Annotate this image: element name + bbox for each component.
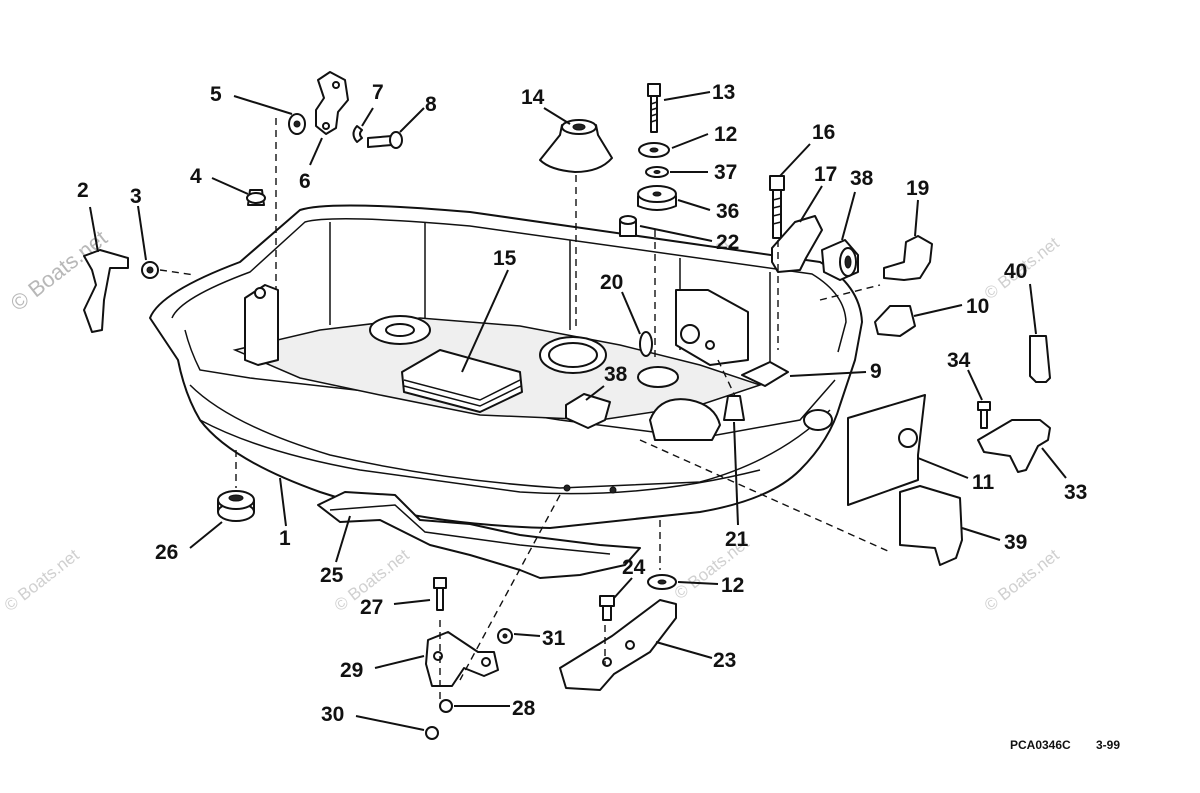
plate-39 xyxy=(899,485,963,566)
callout-11: 11 xyxy=(972,471,995,494)
nut-28 xyxy=(439,699,453,713)
callout-12-lower: 12 xyxy=(721,574,744,597)
watermark-faint-1: © Boats.net xyxy=(1,545,83,615)
callout-33: 33 xyxy=(1064,481,1087,504)
callout-8: 8 xyxy=(425,93,437,116)
fitting-4 xyxy=(246,189,266,206)
callout-38-label: 38 xyxy=(604,363,628,386)
drawing-code: PCA0346C 3-99 xyxy=(1010,738,1120,752)
callout-1: 1 xyxy=(279,527,291,550)
assembly-centerlines xyxy=(159,118,891,700)
screw-34 xyxy=(977,401,991,429)
callout-31: 31 xyxy=(542,627,566,650)
drawing-code-date: 3-99 xyxy=(1096,738,1120,752)
screw-8 xyxy=(367,131,403,149)
callout-19: 19 xyxy=(906,177,929,200)
latch-38 xyxy=(565,393,611,429)
callout-34: 34 xyxy=(947,349,971,372)
grommet-14 xyxy=(539,119,613,173)
washer-20 xyxy=(639,331,653,357)
screw-24 xyxy=(599,595,615,621)
sleeve-22 xyxy=(619,215,637,237)
panel-11 xyxy=(847,394,926,506)
callout-labels: 5 6 7 8 4 2 3 14 13 12 37 36 22 16 17 38… xyxy=(77,81,1087,726)
callout-24: 24 xyxy=(622,556,646,579)
callout-21: 21 xyxy=(725,528,749,551)
callout-26: 26 xyxy=(155,541,178,564)
bolt-16 xyxy=(769,175,785,239)
callout-39: 39 xyxy=(1004,531,1027,554)
rubber-pad-15 xyxy=(401,349,523,413)
callout-27: 27 xyxy=(360,596,383,619)
callout-25: 25 xyxy=(320,564,344,587)
callout-16: 16 xyxy=(812,121,835,144)
clip-9 xyxy=(741,361,789,387)
callout-6: 6 xyxy=(299,170,311,193)
callout-2: 2 xyxy=(77,179,89,202)
clip-10 xyxy=(874,305,916,337)
mount-35 xyxy=(637,185,677,211)
screw-27 xyxy=(433,577,447,611)
callout-20: 20 xyxy=(600,271,623,294)
bracket-33 xyxy=(977,419,1051,473)
callout-15: 15 xyxy=(493,247,517,270)
callout-14: 14 xyxy=(521,86,545,109)
callout-40: 40 xyxy=(1004,260,1027,283)
grommet-26 xyxy=(217,490,255,522)
callout-5: 5 xyxy=(210,83,222,106)
drawing-code-id: PCA0346C xyxy=(1010,738,1071,752)
bracket-23 xyxy=(559,599,677,691)
grommet-37 xyxy=(821,239,859,281)
callout-30: 30 xyxy=(321,703,344,726)
lever-2 xyxy=(83,249,129,333)
callout-12-top: 12 xyxy=(714,123,737,146)
callout-10: 10 xyxy=(966,295,989,318)
callout-9: 9 xyxy=(870,360,882,383)
e-clip-7 xyxy=(352,125,363,143)
callout-4: 4 xyxy=(190,165,202,188)
bracket-40 xyxy=(1029,335,1051,383)
callout-7: 7 xyxy=(372,81,384,104)
callout-leaders xyxy=(89,91,1067,731)
screw-30 xyxy=(425,726,439,740)
callout-3: 3 xyxy=(130,185,142,208)
callout-17: 17 xyxy=(814,163,837,186)
callout-23: 23 xyxy=(713,649,736,672)
hook-6 xyxy=(315,71,349,135)
bolt-13 xyxy=(647,83,661,133)
fitting-21 xyxy=(705,340,745,421)
callout-35: 36 xyxy=(716,200,739,223)
fitting-19 xyxy=(883,235,933,281)
seal-25 xyxy=(317,491,641,579)
callout-13: 13 xyxy=(712,81,735,104)
watermark-faint-5: © Boats.net xyxy=(981,545,1063,615)
callout-28: 28 xyxy=(512,697,536,720)
callout-37: 38 xyxy=(850,167,874,190)
callout-22: 22 xyxy=(716,231,739,254)
callout-29: 29 xyxy=(340,659,363,682)
callout-36: 37 xyxy=(714,161,737,184)
clamp-29 xyxy=(425,631,499,687)
